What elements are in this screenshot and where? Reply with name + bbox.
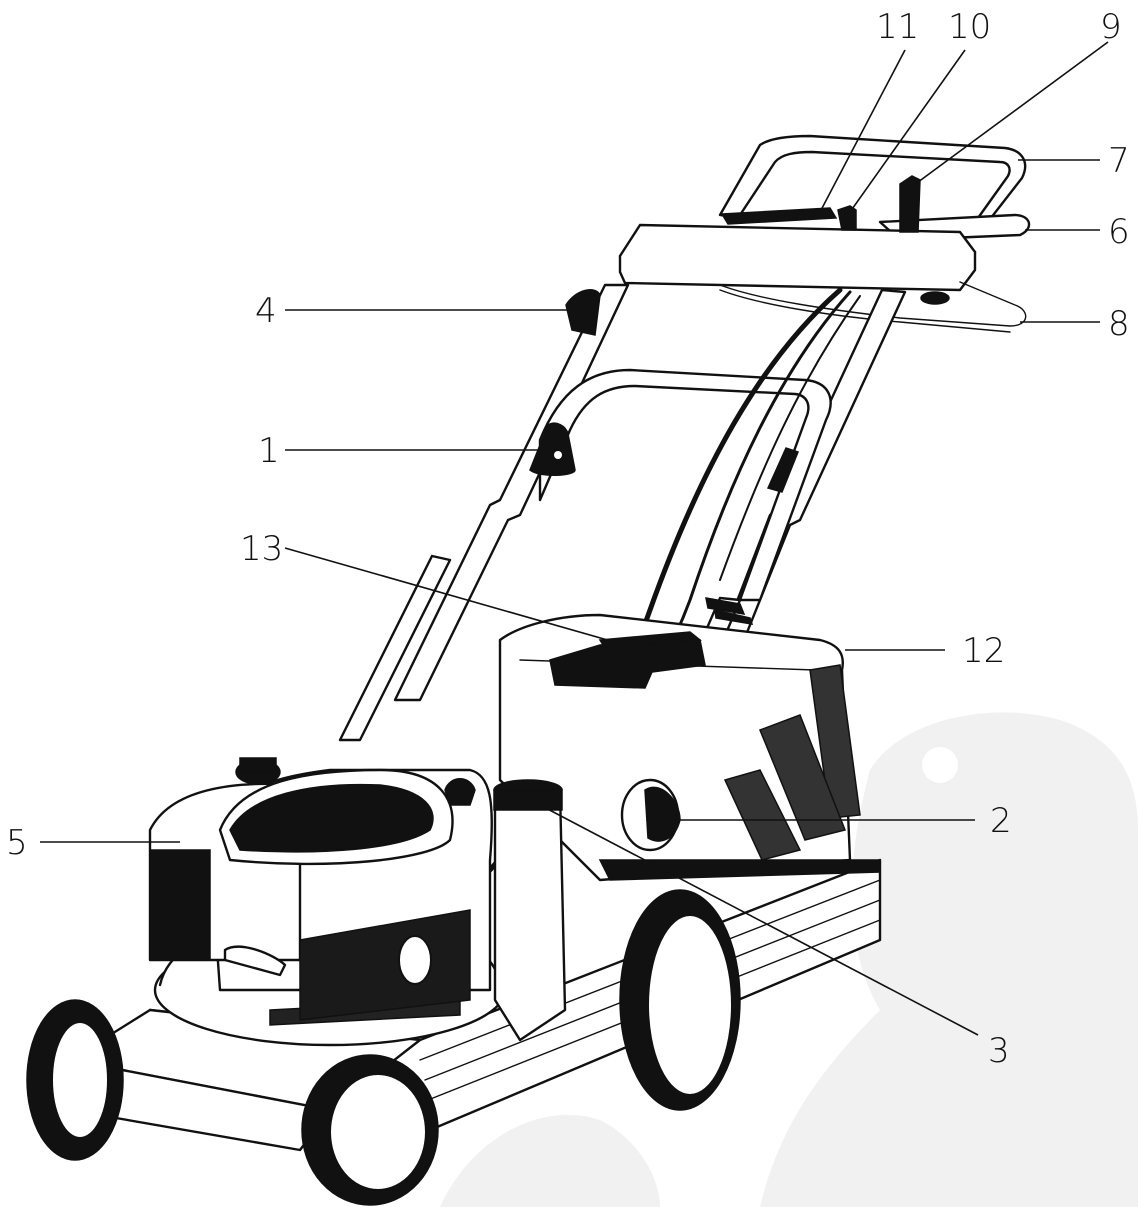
- grass-catcher: [498, 613, 861, 882]
- callout-11: 11: [876, 7, 919, 47]
- callout-7: 7: [1108, 141, 1130, 181]
- callout-2: 2: [990, 801, 1012, 841]
- callout-13: 13: [240, 529, 283, 569]
- watermark-logo: [440, 712, 1138, 1207]
- callout-6: 6: [1108, 212, 1130, 252]
- callout-numbers: 11 10 9 7 6 8 4 1 13 12 5 2 3: [6, 7, 1130, 1071]
- callout-1: 1: [258, 431, 280, 471]
- callout-9: 9: [1100, 7, 1122, 47]
- callout-3: 3: [988, 1031, 1010, 1071]
- callout-10: 10: [948, 7, 991, 47]
- engine: [148, 757, 681, 1047]
- leader-lines: [40, 41, 1109, 1036]
- callout-4: 4: [255, 291, 277, 331]
- callout-5: 5: [6, 823, 28, 863]
- wheels: [26, 889, 741, 1206]
- callout-12: 12: [962, 631, 1005, 671]
- callout-8: 8: [1108, 304, 1130, 344]
